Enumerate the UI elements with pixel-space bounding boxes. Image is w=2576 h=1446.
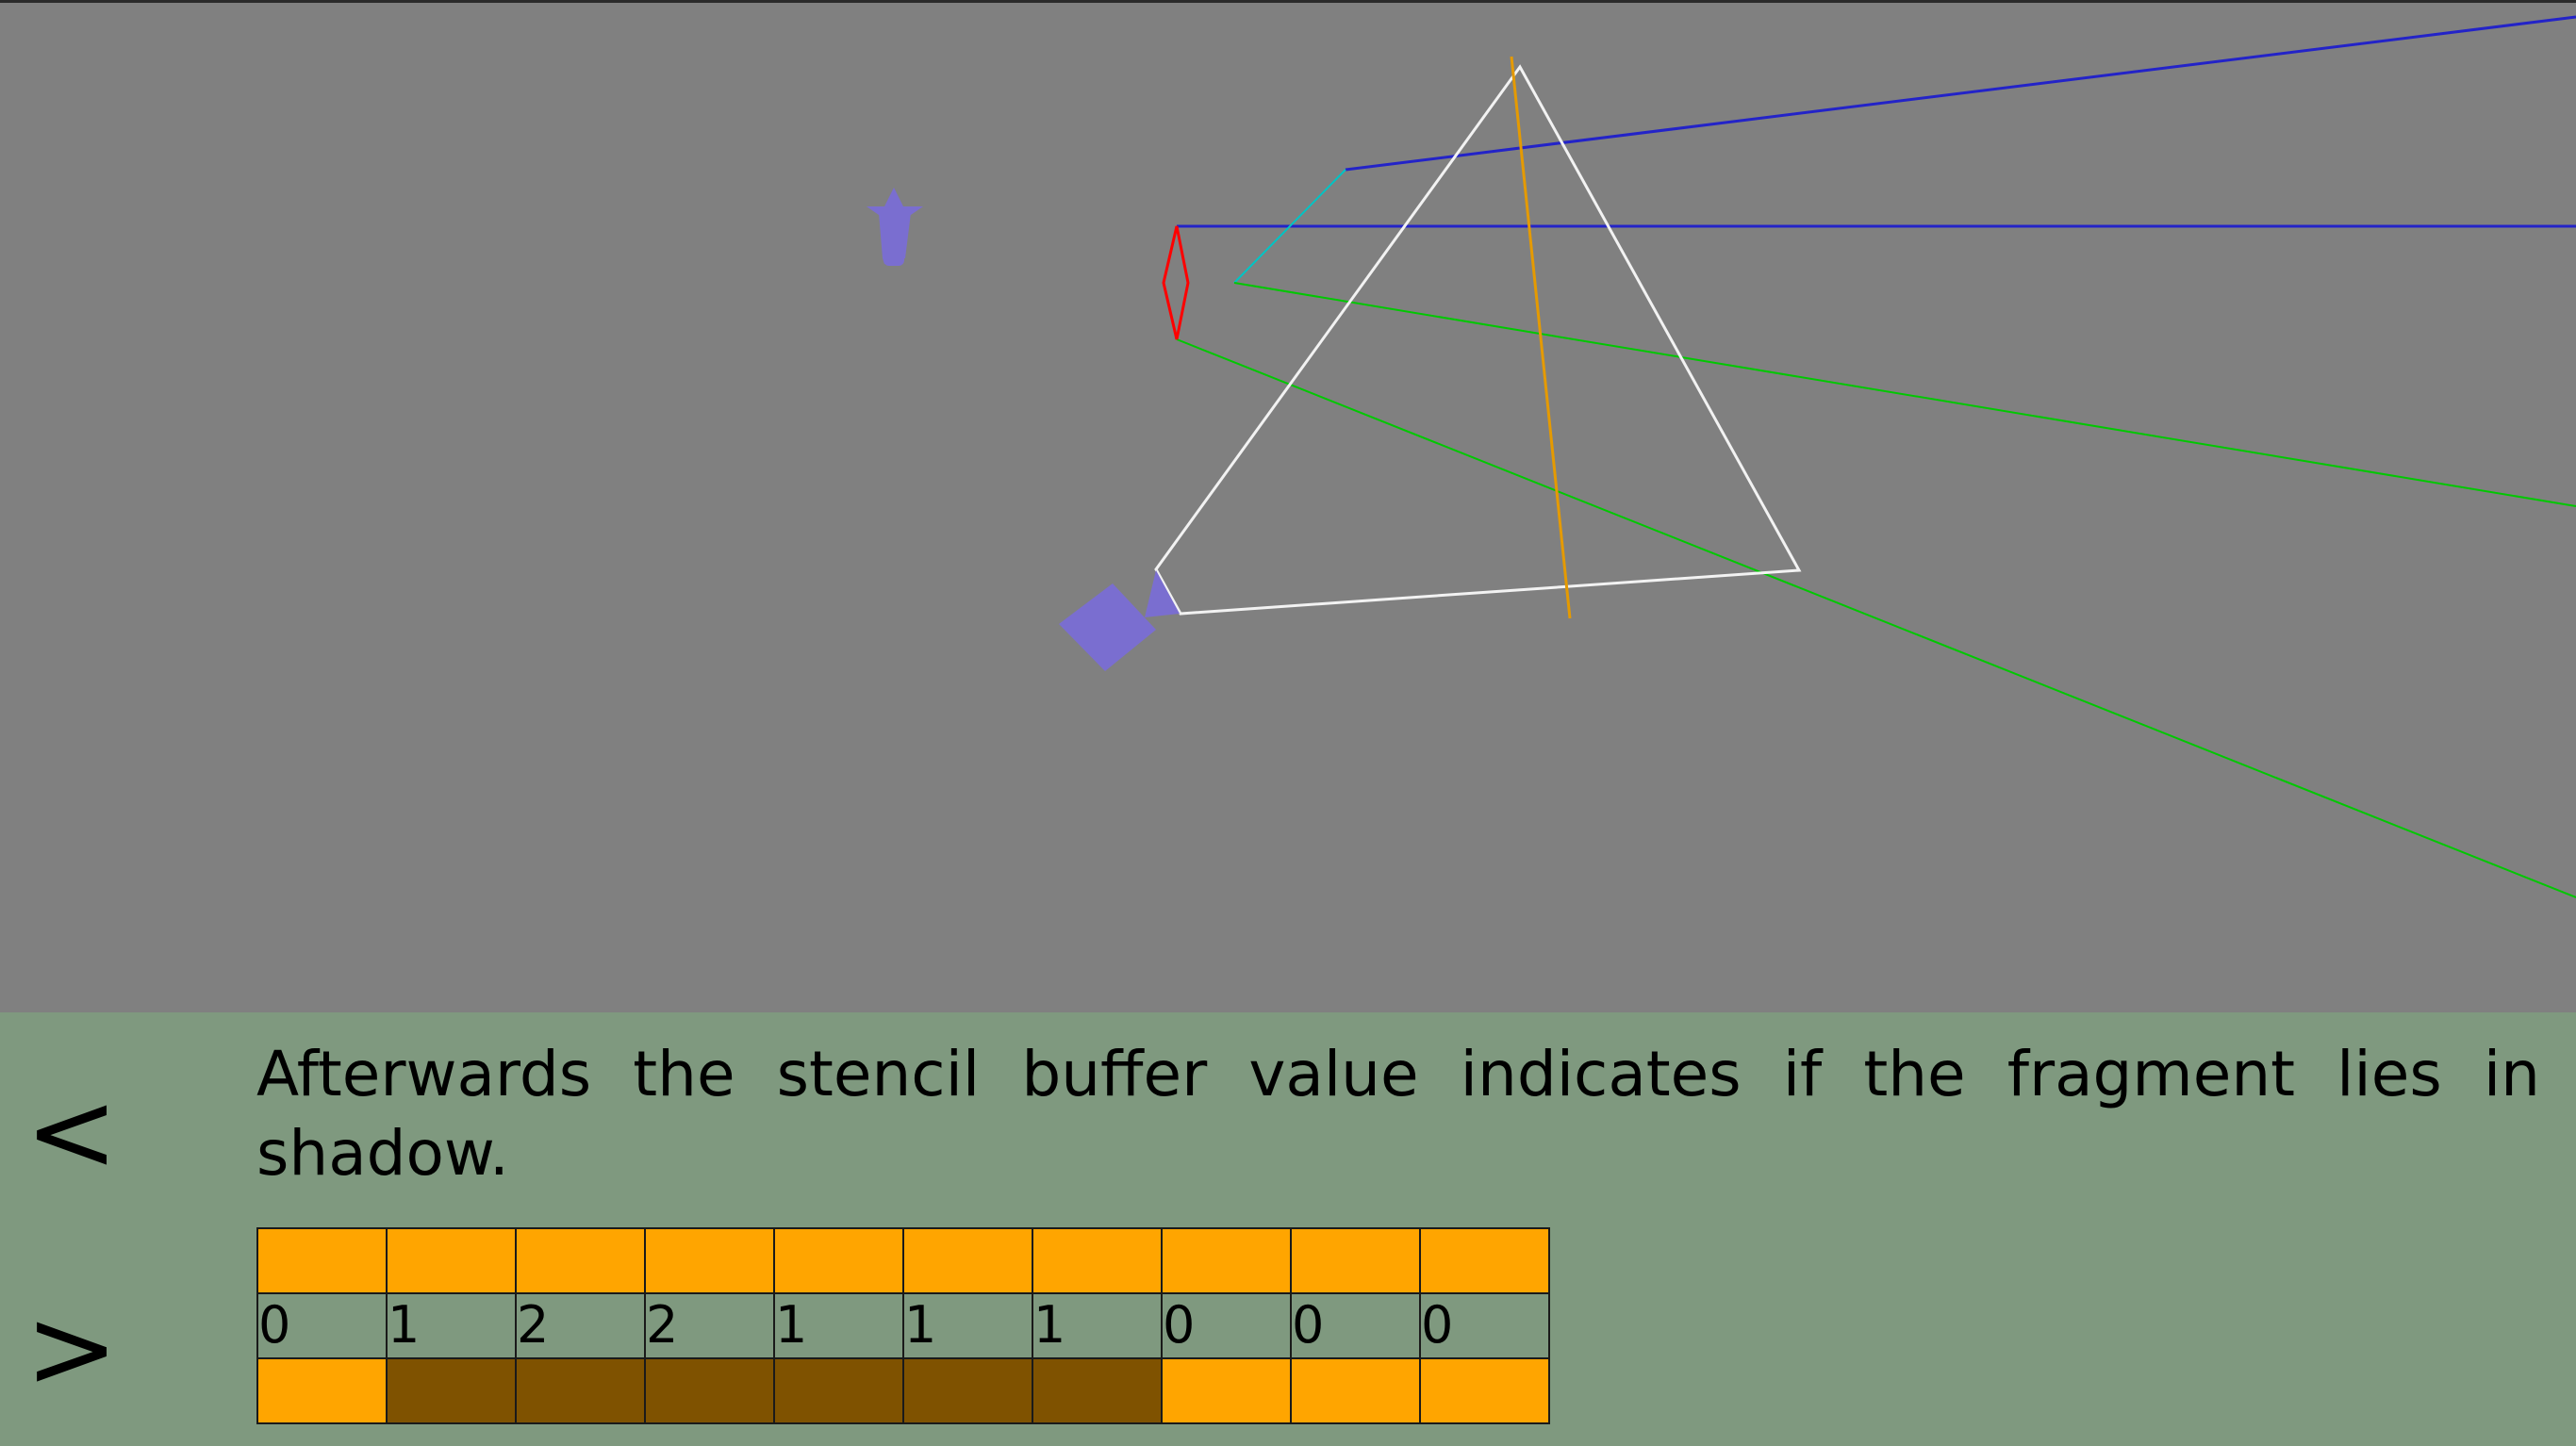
connector-line xyxy=(1233,169,1346,284)
shadow-ray-blue-top xyxy=(1345,15,2576,172)
explanation-panel: < > Afterwards the stencil buffer value … xyxy=(0,1012,2576,1446)
occluder-triangle xyxy=(1154,64,1802,616)
stencil-value-7: 0 xyxy=(1163,1294,1292,1359)
shading-result-7 xyxy=(1163,1359,1292,1424)
previous-button[interactable]: < xyxy=(25,1066,119,1196)
shadow-ray-green-upper xyxy=(1233,282,2576,507)
shading-result-1 xyxy=(388,1359,517,1424)
fragment-cell-0 xyxy=(258,1229,388,1294)
stencil-value-9: 0 xyxy=(1421,1294,1550,1359)
shading-result-5 xyxy=(904,1359,1033,1424)
top-border xyxy=(0,0,2576,3)
stencil-value-6: 1 xyxy=(1033,1294,1163,1359)
fragment-cell-5 xyxy=(904,1229,1033,1294)
stencil-buffer-grid: 0 1 2 2 1 1 1 0 0 0 xyxy=(256,1227,1550,1424)
shading-result-3 xyxy=(646,1359,775,1424)
camera-icon xyxy=(1059,570,1180,671)
stencil-value-8: 0 xyxy=(1292,1294,1421,1359)
light-figure-icon xyxy=(867,188,923,266)
stencil-value-1: 1 xyxy=(388,1294,517,1359)
fragment-cell-1 xyxy=(388,1229,517,1294)
fragment-cell-8 xyxy=(1292,1229,1421,1294)
fragment-cell-9 xyxy=(1421,1229,1550,1294)
stencil-value-4: 1 xyxy=(775,1294,904,1359)
stencil-value-5: 1 xyxy=(904,1294,1033,1359)
shading-result-4 xyxy=(775,1359,904,1424)
stencil-value-3: 2 xyxy=(646,1294,775,1359)
shadow-ray-green-lower xyxy=(1176,338,2576,898)
fragment-cell-6 xyxy=(1033,1229,1163,1294)
stencil-value-0: 0 xyxy=(258,1294,388,1359)
fragment-cell-2 xyxy=(517,1229,646,1294)
shading-result-8 xyxy=(1292,1359,1421,1424)
next-button[interactable]: > xyxy=(25,1283,119,1413)
shading-result-9 xyxy=(1421,1359,1550,1424)
fragment-cell-3 xyxy=(646,1229,775,1294)
shading-result-0 xyxy=(258,1359,388,1424)
caption-text: Afterwards the stencil buffer value indi… xyxy=(256,1038,2540,1190)
fragment-cell-4 xyxy=(775,1229,904,1294)
light-source xyxy=(1162,225,1190,340)
shading-result-6 xyxy=(1033,1359,1163,1424)
shadow-volume-scene xyxy=(0,0,2576,898)
view-ray xyxy=(1510,56,1572,619)
fragment-cell-7 xyxy=(1163,1229,1292,1294)
stencil-value-2: 2 xyxy=(517,1294,646,1359)
shading-result-2 xyxy=(517,1359,646,1424)
